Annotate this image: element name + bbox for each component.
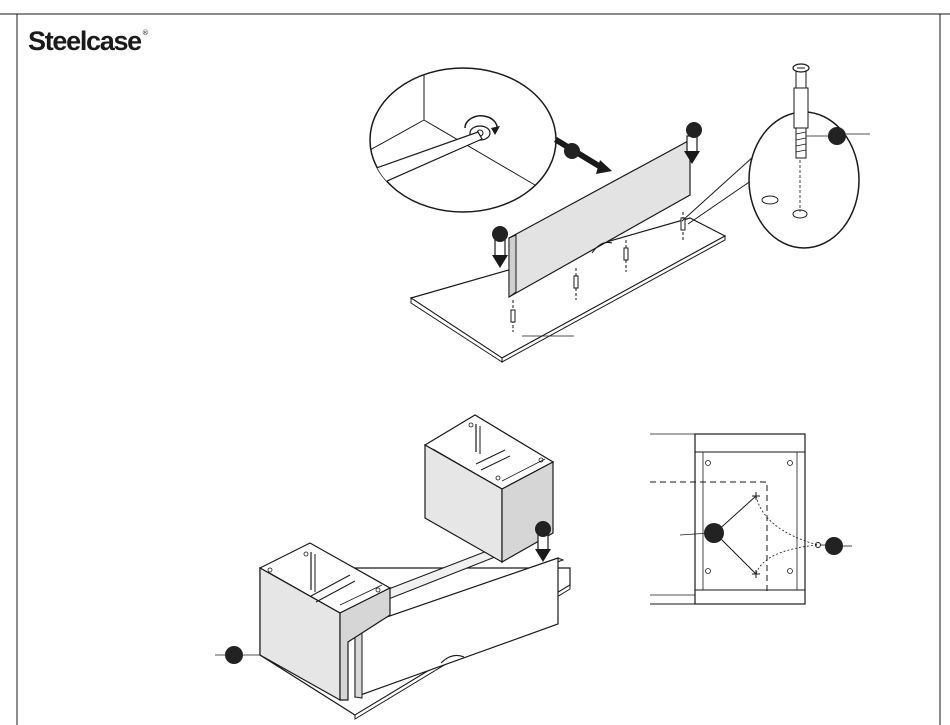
callout-marker: [828, 127, 846, 145]
callout-marker: [225, 646, 243, 664]
callout-marker: [564, 143, 580, 159]
screwdriver-detail-bubble: [365, 60, 556, 212]
callout-marker: [686, 122, 702, 138]
step-2-illustration: [215, 415, 570, 719]
callout-marker: [492, 226, 508, 242]
step-1-illustration: [365, 60, 870, 362]
cam-lock-detail-view: [650, 434, 852, 604]
rear-pedestal: [425, 415, 553, 562]
cam-dowel-detail-bubble: [682, 64, 870, 248]
callout-marker: [825, 537, 843, 555]
callout-marker: [704, 523, 724, 543]
down-arrow-icon: [492, 240, 508, 268]
down-arrow-icon: [535, 534, 551, 562]
callout-marker: [535, 521, 551, 537]
detail-pointer-arrow: [554, 137, 612, 174]
